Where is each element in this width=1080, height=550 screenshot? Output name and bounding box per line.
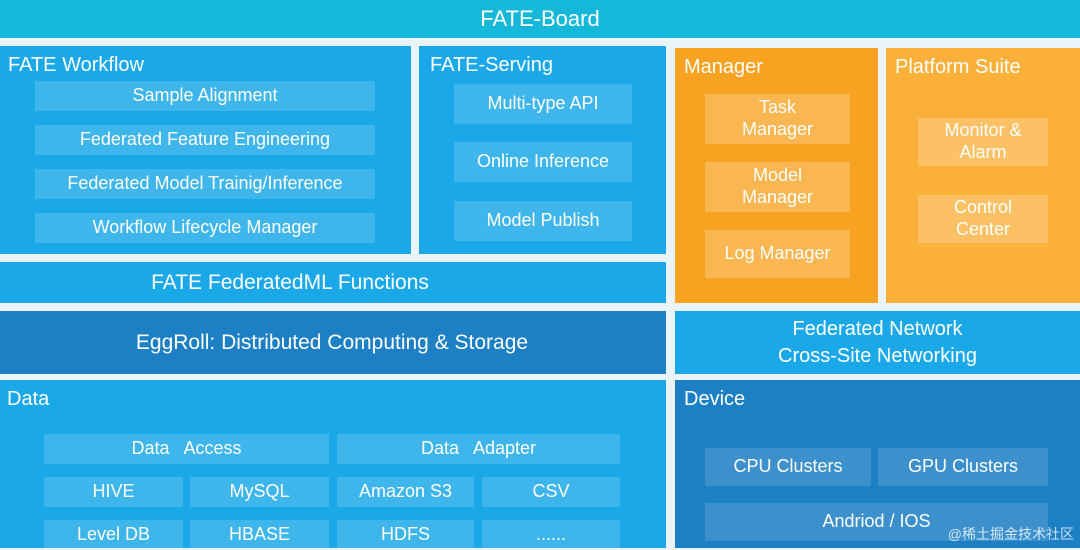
- platform-item: Control Center: [918, 195, 1048, 243]
- data-source-item: Level DB: [44, 520, 183, 550]
- data-source-item: HIVE: [44, 477, 183, 507]
- fate-serving-panel: FATE-Serving Multi-type API Online Infer…: [419, 46, 666, 254]
- data-source-item: MySQL: [190, 477, 329, 507]
- workflow-item: Workflow Lifecycle Manager: [35, 213, 375, 243]
- data-adapter-box: Data Adapter: [337, 434, 620, 464]
- manager-title: Manager: [684, 56, 763, 78]
- manager-panel: Manager Task Manager Model Manager Log M…: [675, 48, 878, 303]
- federatedml-bar: FATE FederatedML Functions: [0, 262, 666, 303]
- serving-item: Model Publish: [454, 201, 632, 241]
- workflow-item: Federated Feature Engineering: [35, 125, 375, 155]
- data-source-item: HBASE: [190, 520, 329, 550]
- watermark-text: @稀土掘金技术社区: [947, 526, 1074, 542]
- device-item: CPU Clusters: [705, 448, 871, 486]
- workflow-item: Federated Model Trainig/Inference: [35, 169, 375, 199]
- data-source-item: HDFS: [337, 520, 474, 550]
- data-source-item: CSV: [482, 477, 620, 507]
- fate-workflow-panel: FATE Workflow Sample Alignment Federated…: [0, 46, 411, 254]
- manager-item: Task Manager: [705, 94, 850, 144]
- federated-network-line1: Federated Network: [792, 317, 963, 340]
- device-title: Device: [684, 388, 746, 410]
- workflow-item: Sample Alignment: [35, 81, 375, 111]
- federated-network-line2: Cross-Site Networking: [778, 344, 977, 367]
- fate-board-bar: FATE-Board: [0, 0, 1080, 38]
- device-item: GPU Clusters: [878, 448, 1048, 486]
- manager-item: Model Manager: [705, 162, 850, 212]
- data-access-box: Data Access: [44, 434, 329, 464]
- fate-board-label: FATE-Board: [480, 6, 600, 31]
- serving-item: Multi-type API: [454, 84, 632, 124]
- data-source-item: ......: [482, 520, 620, 550]
- fate-serving-title: FATE-Serving: [430, 54, 553, 76]
- platform-suite-panel: Platform Suite Monitor & Alarm Control C…: [886, 48, 1080, 303]
- eggroll-label: EggRoll: Distributed Computing & Storage: [135, 330, 529, 354]
- data-panel: Data Data Access Data Adapter HIVE MySQL…: [0, 380, 666, 550]
- federated-network-bar: Federated Network Cross-Site Networking: [675, 311, 1080, 374]
- data-title: Data: [7, 388, 50, 410]
- platform-suite-title: Platform Suite: [895, 56, 1021, 78]
- device-panel: Device CPU Clusters GPU Clusters Andriod…: [675, 380, 1080, 548]
- serving-item: Online Inference: [454, 142, 632, 182]
- platform-item: Monitor & Alarm: [918, 118, 1048, 166]
- fate-workflow-title: FATE Workflow: [8, 54, 144, 76]
- eggroll-bar: EggRoll: Distributed Computing & Storage: [0, 311, 666, 374]
- manager-item: Log Manager: [705, 230, 850, 278]
- data-source-item: Amazon S3: [337, 477, 474, 507]
- federatedml-label: FATE FederatedML Functions: [151, 270, 429, 294]
- device-item: Andriod / IOS: [705, 503, 1048, 541]
